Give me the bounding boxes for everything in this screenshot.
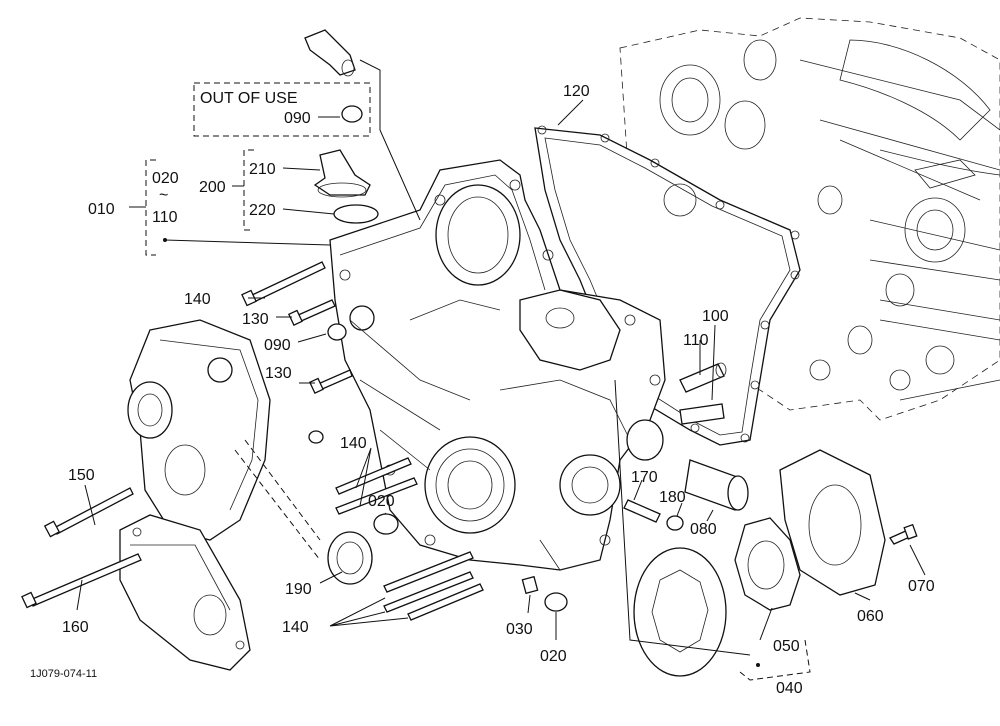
label-100: 100 bbox=[702, 308, 729, 325]
screw-070-head bbox=[903, 523, 918, 540]
bolt-140-a bbox=[249, 261, 326, 303]
label-090-top: 090 bbox=[284, 110, 311, 127]
leader-dot bbox=[163, 238, 167, 242]
inner-rotor-050 bbox=[734, 517, 801, 611]
label-080: 080 bbox=[690, 521, 717, 538]
bolt-130-a bbox=[295, 299, 336, 323]
pump-cover-060 bbox=[779, 449, 886, 596]
bolt-150 bbox=[53, 487, 134, 535]
dowel-pin bbox=[308, 430, 324, 444]
oil-seal-190 bbox=[327, 531, 373, 585]
label-110-range: 110 bbox=[152, 209, 178, 226]
oil-filler-cap bbox=[313, 149, 371, 198]
label-170: 170 bbox=[631, 469, 658, 486]
pin-030 bbox=[521, 575, 539, 595]
label-220: 220 bbox=[249, 202, 276, 219]
plug-090-mid bbox=[327, 323, 347, 341]
part-labels: 010 020 ~ 110 200 210 220 090 120 140 13… bbox=[30, 83, 935, 697]
label-140-top: 140 bbox=[184, 291, 211, 308]
label-210: 210 bbox=[249, 161, 276, 178]
label-060: 060 bbox=[857, 608, 884, 625]
bolt-140-c bbox=[335, 477, 418, 515]
leader-dot bbox=[756, 663, 760, 667]
out-of-use-label: OUT OF USE bbox=[200, 90, 298, 107]
gasket-120 bbox=[534, 125, 801, 446]
label-020-range: 020 bbox=[152, 170, 179, 187]
plug-180 bbox=[666, 515, 684, 531]
out-of-use-box bbox=[193, 82, 371, 137]
o-ring-220 bbox=[333, 204, 379, 224]
bolt-130-b bbox=[317, 369, 353, 391]
bracket-200 bbox=[243, 149, 254, 231]
label-010: 010 bbox=[88, 201, 115, 218]
label-140-mid: 140 bbox=[340, 435, 367, 452]
gear-case bbox=[329, 159, 666, 571]
bolt-140-e bbox=[383, 571, 474, 613]
relief-spring-170 bbox=[623, 499, 661, 523]
plug-020-bottom bbox=[544, 592, 568, 612]
label-070: 070 bbox=[908, 578, 935, 595]
label-110: 110 bbox=[683, 332, 709, 349]
label-090-mid: 090 bbox=[264, 337, 291, 354]
sleeve-080 bbox=[684, 459, 741, 511]
range-tilde: ~ bbox=[159, 187, 168, 204]
label-160: 160 bbox=[62, 619, 89, 636]
hose-fitting bbox=[304, 29, 356, 77]
drawing-code: 1J079-074-11 bbox=[30, 668, 97, 680]
label-120: 120 bbox=[563, 83, 590, 100]
bolt-140-d bbox=[383, 551, 474, 593]
plug-090-top bbox=[341, 105, 363, 123]
label-190: 190 bbox=[285, 581, 312, 598]
label-040: 040 bbox=[776, 680, 803, 697]
bolt-130-a-head bbox=[287, 309, 303, 326]
pipe-100 bbox=[679, 403, 725, 425]
label-020-bottom: 020 bbox=[540, 648, 567, 665]
bracket-040 bbox=[739, 639, 811, 681]
bolt-150-head bbox=[43, 520, 61, 538]
label-030: 030 bbox=[506, 621, 533, 638]
water-pump-cover bbox=[119, 319, 321, 671]
outer-rotor-040 bbox=[633, 547, 727, 677]
label-130-mid: 130 bbox=[265, 365, 292, 382]
plug-020-mid bbox=[373, 513, 399, 535]
label-180: 180 bbox=[659, 489, 686, 506]
label-020-mid: 020 bbox=[368, 493, 395, 510]
label-130-top: 130 bbox=[242, 311, 269, 328]
bolt-140-f bbox=[407, 583, 484, 621]
label-050: 050 bbox=[773, 638, 800, 655]
bracket-010 bbox=[145, 159, 156, 256]
label-200: 200 bbox=[199, 179, 226, 196]
label-140-bottom: 140 bbox=[282, 619, 309, 636]
bolt-160-head bbox=[21, 591, 37, 609]
bolt-140-b bbox=[335, 457, 412, 495]
bolt-130-b-head bbox=[308, 377, 324, 394]
leader-lines bbox=[76, 59, 926, 656]
label-150: 150 bbox=[68, 467, 95, 484]
